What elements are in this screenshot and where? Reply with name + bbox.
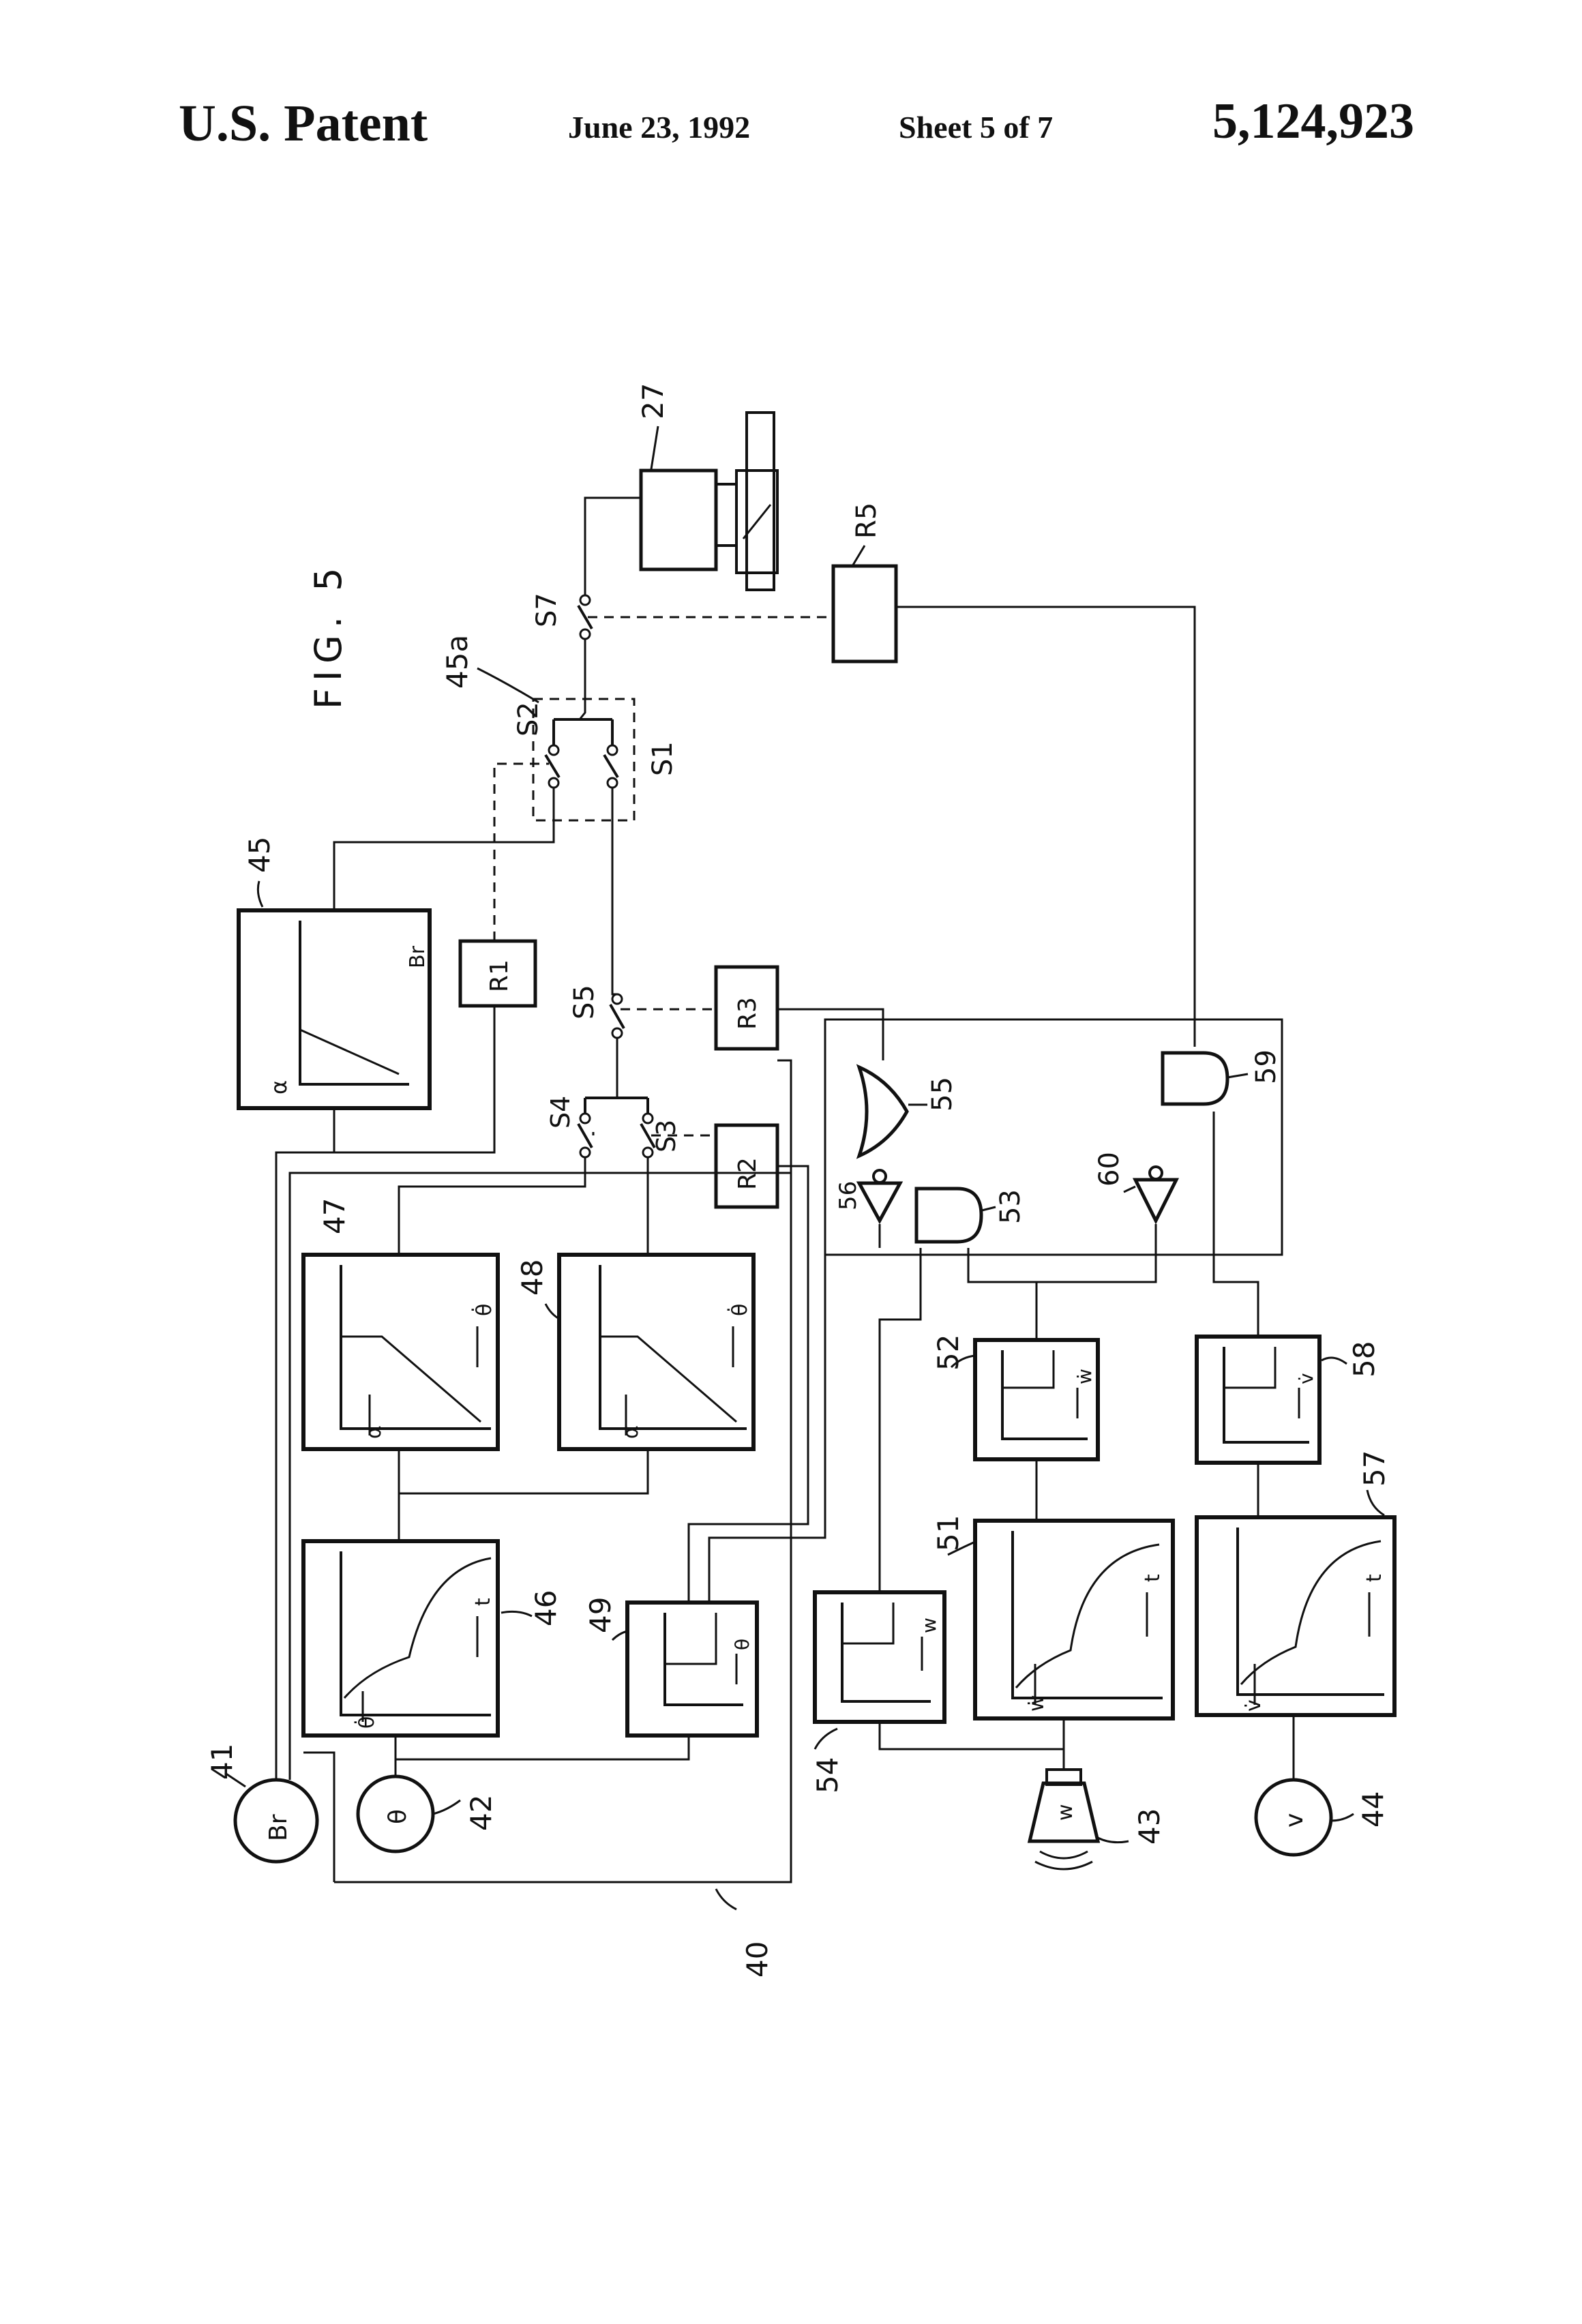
block-45-y-label: α	[266, 1080, 292, 1094]
ref-60: 60	[1094, 1152, 1125, 1187]
block-52: ẇ	[973, 1338, 1100, 1461]
and-gate-53	[914, 1187, 983, 1244]
not-gate-60	[1132, 1178, 1180, 1225]
relay-R3	[714, 965, 779, 1051]
block-47-x-label: θ̇	[471, 1304, 496, 1316]
relay-R3-label: R3	[734, 997, 762, 1030]
block-47: α θ̇	[301, 1253, 500, 1451]
ref-48: 48	[516, 1260, 549, 1296]
ref-27: 27	[636, 383, 670, 419]
ref-R5: R5	[851, 503, 882, 539]
not-gate-56	[856, 1181, 904, 1225]
block-45: α Br	[237, 908, 432, 1110]
ref-49: 49	[584, 1597, 617, 1633]
block-49-x-label: θ	[731, 1639, 753, 1650]
ref-51: 51	[931, 1515, 965, 1551]
sheet-number: Sheet 5 of 7	[899, 110, 1054, 145]
or-gate-55	[856, 1064, 909, 1159]
logic-enclosure	[824, 1018, 1283, 1256]
ref-42: 42	[464, 1795, 498, 1831]
switch-group-45a	[532, 698, 636, 822]
ref-59: 59	[1251, 1049, 1282, 1084]
ref-56: 56	[835, 1181, 862, 1210]
block-57-x-label: t	[1362, 1574, 1386, 1582]
ref-55: 55	[927, 1077, 958, 1112]
actuator-27	[639, 411, 779, 591]
ref-S1: S1	[647, 741, 678, 776]
ref-40: 40	[741, 1941, 774, 1978]
block-52-x-label: ẇ	[1073, 1369, 1096, 1384]
relay-links	[493, 616, 833, 1137]
patent-date: June 23, 1992	[568, 110, 751, 145]
block-46: θ̇ t	[301, 1539, 500, 1738]
relay-R1-label: R1	[486, 959, 513, 992]
ref-52: 52	[931, 1335, 965, 1371]
block-54: w	[813, 1590, 946, 1724]
block-46-x-label: t	[471, 1598, 495, 1606]
ref-41: 41	[205, 1744, 239, 1780]
block-51-y-label: ẇ	[1025, 1695, 1049, 1712]
block-58-x-label: v̇	[1295, 1373, 1317, 1384]
block-48: α θ̇	[557, 1253, 756, 1451]
sensor-43-label: w	[1054, 1804, 1077, 1821]
block-49: θ	[625, 1600, 759, 1738]
ref-S7: S7	[531, 593, 563, 627]
block-48-x-label: θ̇	[727, 1304, 752, 1316]
relay-R1	[458, 939, 537, 1008]
block-47-y-label: α	[362, 1425, 386, 1439]
ref-45a: 45a	[441, 635, 474, 689]
sensor-44-label: v	[1281, 1813, 1309, 1828]
ref-53: 53	[995, 1189, 1026, 1224]
block-51: ẇ t	[973, 1519, 1175, 1720]
ref-57: 57	[1358, 1450, 1391, 1487]
figure-label: FIG. 5	[307, 561, 350, 709]
block-58: v̇	[1195, 1335, 1322, 1465]
ref-S5: S5	[569, 985, 600, 1019]
ref-47: 47	[318, 1198, 351, 1234]
relay-R5	[831, 564, 898, 664]
sensor-42-label: θ	[384, 1809, 412, 1824]
ref-54: 54	[811, 1757, 844, 1793]
ref-S4: S4	[546, 1096, 576, 1129]
block-45-x-label: Br	[406, 945, 430, 968]
block-46-y-label: θ̇	[354, 1716, 379, 1729]
ref-44: 44	[1356, 1791, 1390, 1828]
wiring	[275, 496, 1295, 1883]
ref-45: 45	[243, 837, 276, 873]
block-57-y-label: v̇	[1242, 1699, 1266, 1712]
block-51-x-label: t	[1141, 1574, 1165, 1582]
block-54-x-label: w	[918, 1618, 940, 1633]
sensor-43-microphone: w	[1027, 1768, 1101, 1871]
ref-46: 46	[529, 1590, 563, 1626]
sensor-41-label: Br	[265, 1814, 293, 1841]
ref-S2: S2	[513, 702, 544, 736]
ref-43: 43	[1133, 1808, 1166, 1845]
patent-title: U.S. Patent	[179, 95, 428, 152]
ref-58: 58	[1347, 1341, 1381, 1377]
and-gate-59	[1161, 1051, 1229, 1106]
block-48-y-label: α	[619, 1425, 643, 1439]
patent-number: 5,124,923	[1212, 93, 1414, 149]
block-57: v̇ t	[1195, 1515, 1397, 1717]
